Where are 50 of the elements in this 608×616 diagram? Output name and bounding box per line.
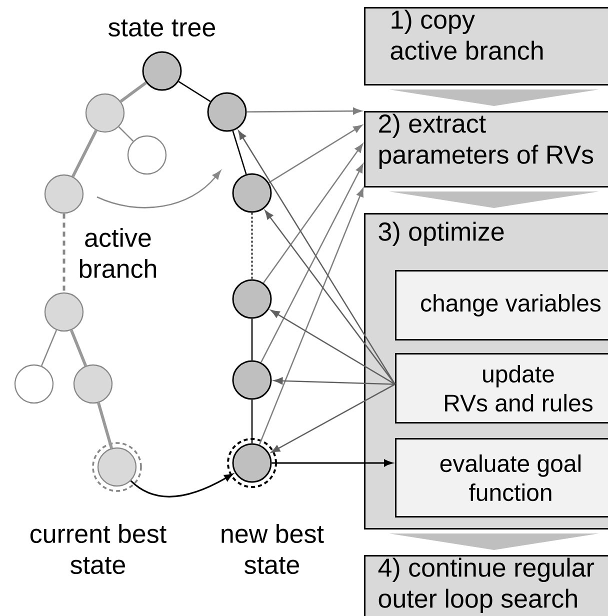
state-circle [232, 279, 272, 319]
state-circle [127, 135, 167, 175]
state-circle [85, 93, 125, 133]
chevron-arrow [389, 192, 599, 208]
substep-box: evaluate goal function [395, 438, 608, 518]
tree-line [178, 80, 211, 102]
state-circle [142, 51, 182, 91]
state-circle [232, 173, 272, 213]
state-circle [44, 292, 84, 332]
arrow [274, 377, 396, 385]
state-circle [207, 92, 247, 132]
step-box: 1) copy active branch [364, 7, 608, 86]
tree-line [232, 130, 247, 174]
arrow [130, 474, 233, 498]
tree-line [40, 330, 58, 366]
state-caption: current best state [30, 524, 166, 574]
tree-line [70, 330, 88, 366]
arrow [246, 108, 362, 115]
chevron-arrow [389, 90, 599, 106]
substep-box: change variables [395, 270, 608, 340]
state-circle [44, 174, 84, 214]
state-circle [232, 360, 272, 400]
arrow [268, 124, 362, 184]
tree-line [251, 318, 253, 360]
state-circle [227, 438, 277, 488]
state-circle [73, 364, 113, 404]
chevron-arrow [389, 534, 599, 550]
arrow [262, 144, 364, 284]
tree-line [62, 214, 66, 292]
state-caption: new best state [222, 524, 324, 574]
tree-line [120, 82, 147, 103]
tree-line [97, 402, 113, 449]
substep-box: update RVs and rules [395, 353, 608, 424]
arrow [258, 188, 364, 445]
step-box: 4) continue regular outer loop search [364, 555, 608, 616]
tree-line [118, 126, 134, 142]
arrow [238, 130, 396, 385]
tree-line [251, 212, 253, 280]
state-circle [92, 442, 142, 492]
state-circle [14, 364, 54, 404]
arrow [260, 164, 364, 363]
arrow [272, 460, 392, 466]
arrow [264, 210, 396, 385]
arrow [270, 310, 396, 385]
tree-title: state tree [108, 19, 216, 37]
arrow [271, 384, 396, 453]
tree-line [72, 130, 98, 178]
tree-line [251, 400, 253, 444]
step-box: 2) extract parameters of RVs [364, 111, 608, 188]
branch-label: active branch [80, 228, 156, 278]
